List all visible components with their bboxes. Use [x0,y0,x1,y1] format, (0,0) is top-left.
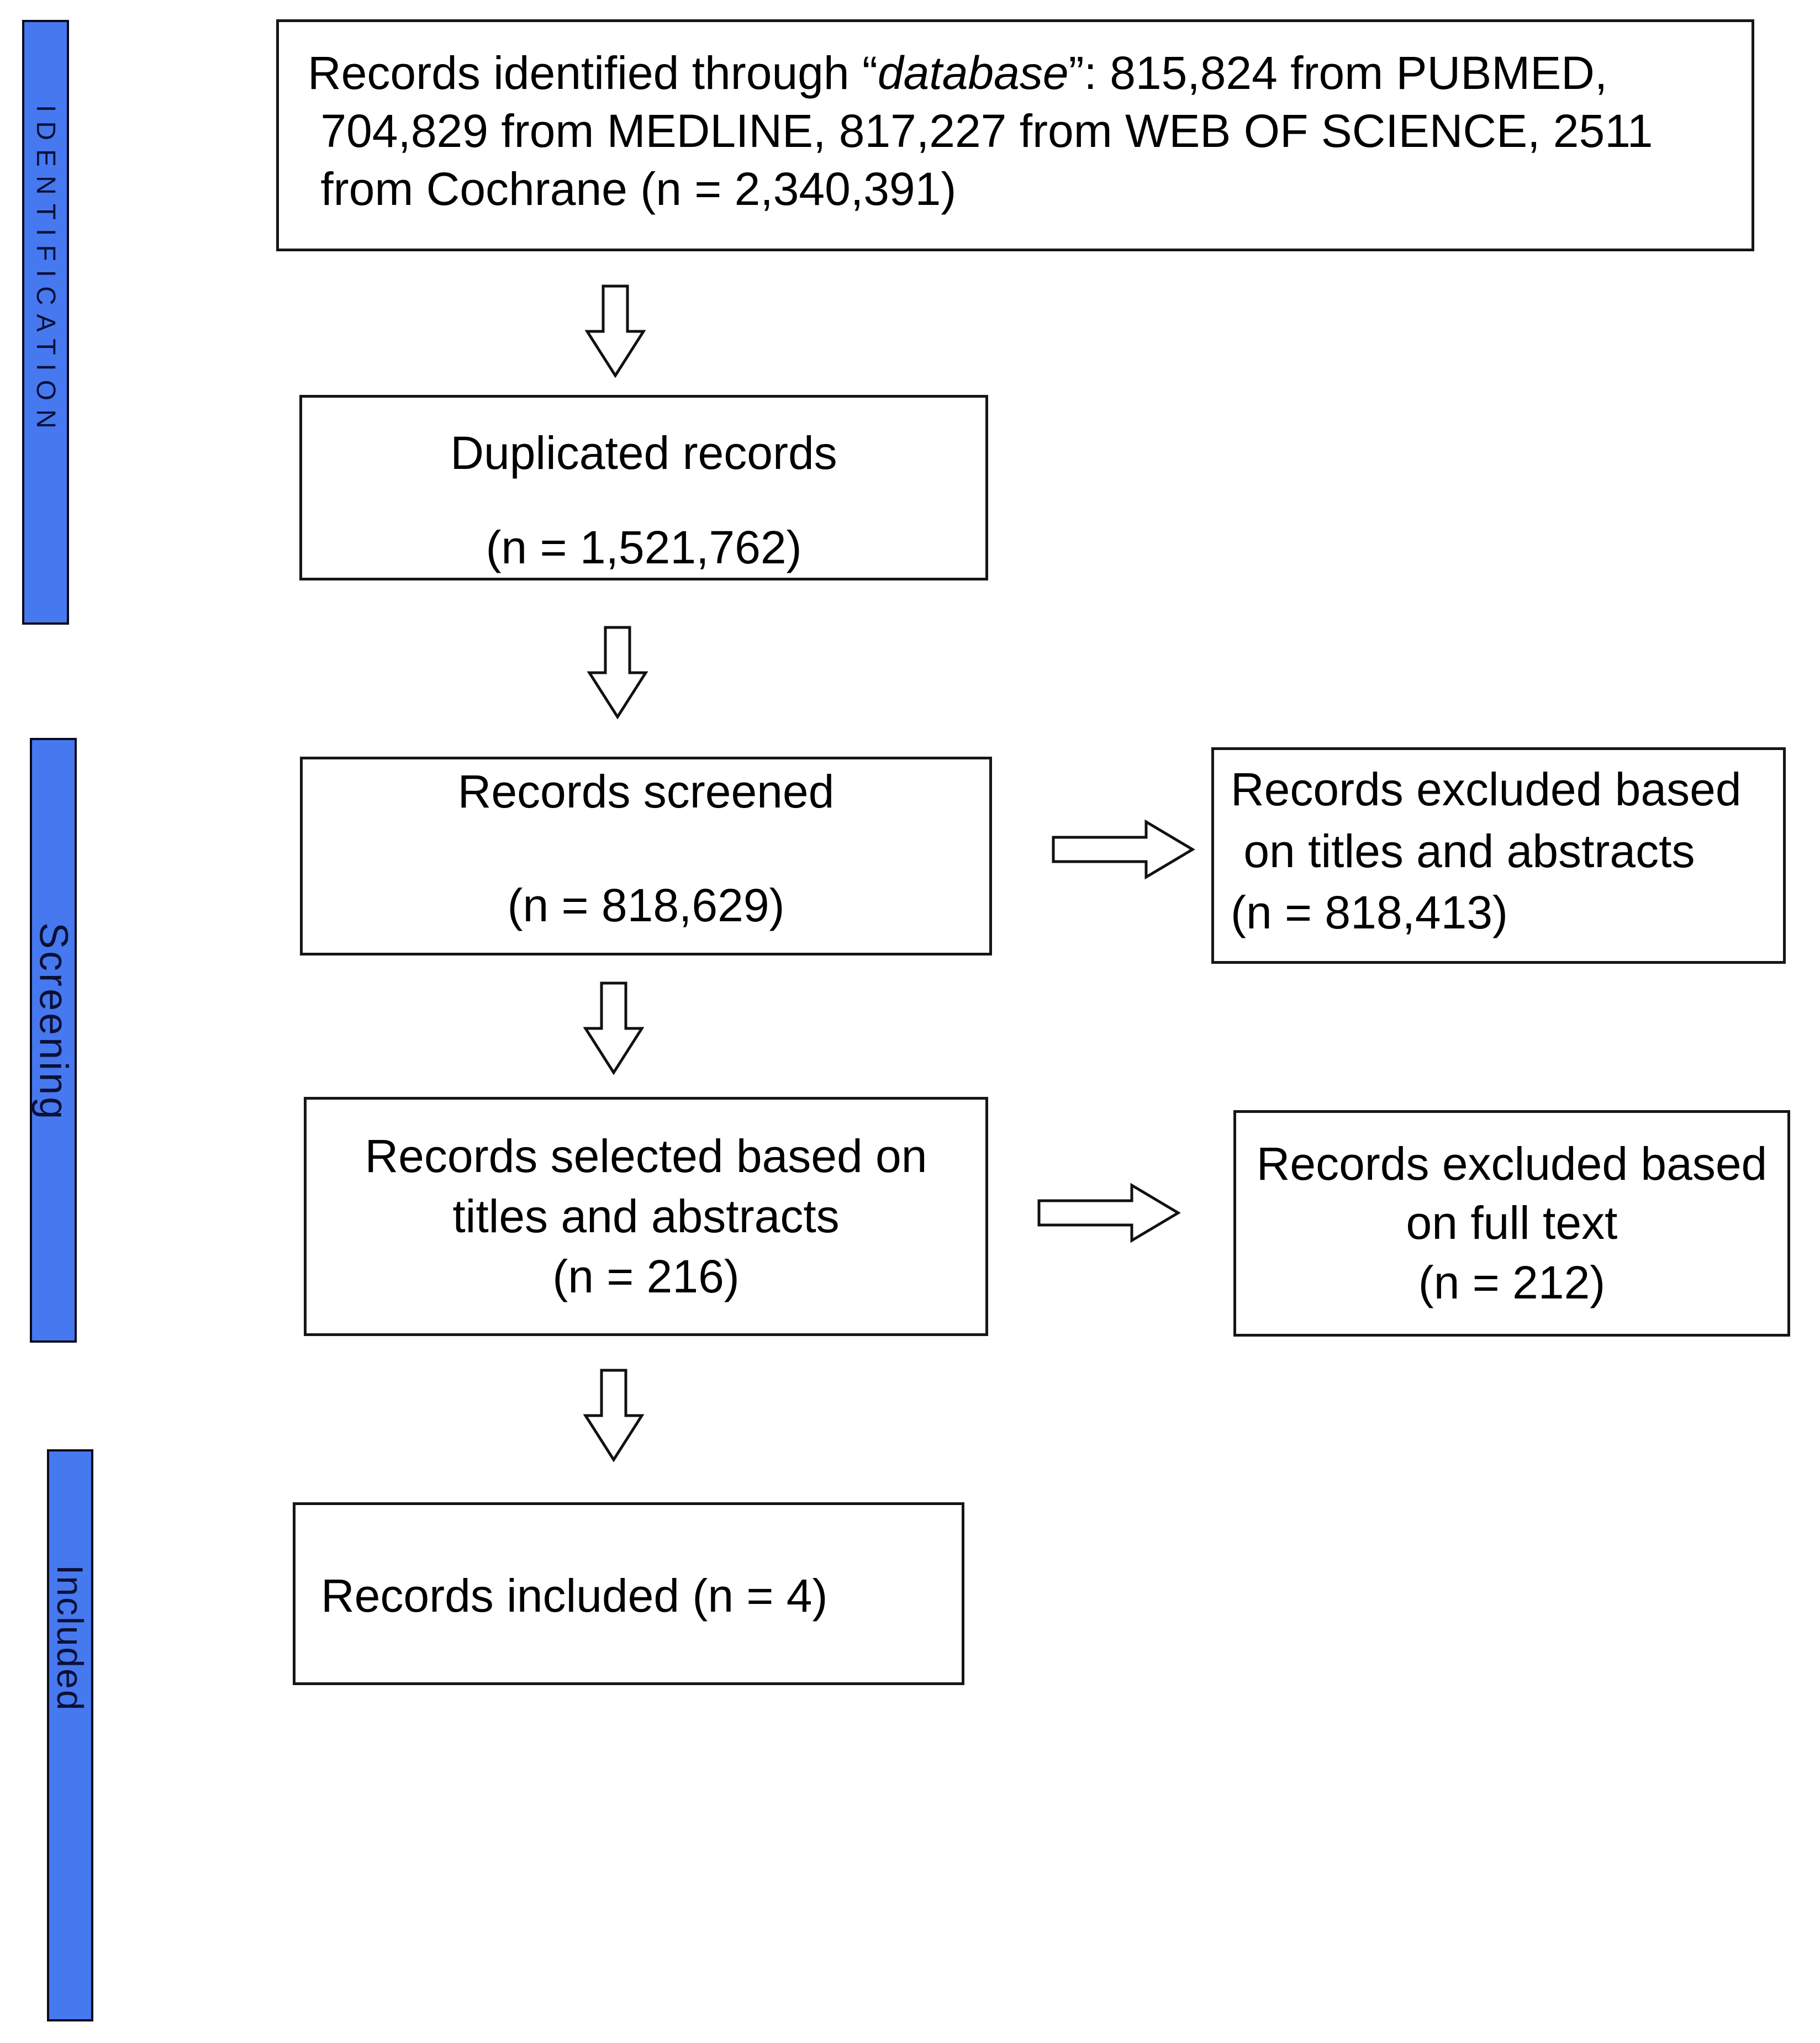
records-identified-line2: 704,829 from MEDLINE, 817,227 from WEB O… [308,105,1653,157]
stage-label-screening: Screening [31,922,76,1122]
box-records-included: Records included (n = 4) [293,1502,964,1685]
arrow-down-shape [584,284,646,378]
arrow-right-icon-svg [1052,819,1195,880]
box-records-screened: Records screened (n = 818,629) [300,757,992,955]
excluded-fulltext-count: (n = 212) [1418,1256,1606,1308]
arrow-down-shape [587,626,648,720]
records-selected-line2: titles and abstracts [452,1190,840,1242]
stage-label-included: Included [50,1565,91,1712]
arrow-down-icon-svg [583,1369,645,1463]
arrow-down-icon-svg [587,626,648,720]
text-run: Records identified through “ [308,47,878,99]
box-records-selected: Records selected based on titles and abs… [304,1097,988,1336]
text-run-italic: database [877,47,1069,99]
excluded-titles-line1: Records excluded based [1231,763,1742,815]
arrow-down-icon [583,1368,645,1463]
arrow-down-shape [583,1369,645,1463]
box-records-identified: Records identified through “database”: 8… [276,19,1754,251]
duplicated-records-line1: Duplicated records [450,427,837,479]
arrow-down-icon-svg [583,981,645,1075]
excluded-fulltext-line2: on full text [1406,1197,1618,1249]
records-identified-line3: from Cochrane (n = 2,340,391) [308,163,957,215]
arrow-right-shape [1037,1182,1181,1243]
records-screened-line1: Records screened [457,766,835,817]
arrow-right-shape [1052,819,1195,880]
stage-bar-identification: IDENTIFICATION [22,20,69,625]
records-selected-count: (n = 216) [552,1250,740,1303]
excluded-titles-count: (n = 818,413) [1231,886,1508,939]
arrow-down-icon [583,981,645,1075]
arrow-right-icon [1051,819,1196,880]
records-selected-line1: Records selected based on [365,1129,927,1182]
stage-bar-screening: Screening [30,738,77,1343]
excluded-titles-line2: on titles and abstracts [1231,825,1695,877]
stage-bar-included: Included [47,1449,93,2021]
box-records-excluded-titles-abstracts: Records excluded based on titles and abs… [1211,747,1786,964]
arrow-right-icon [1037,1182,1181,1244]
arrow-down-icon [587,625,648,720]
records-included-line1: Records included (n = 4) [321,1570,828,1622]
box-records-excluded-fulltext: Records excluded based on full text (n =… [1233,1110,1790,1337]
records-identified-line1: Records identified through “database”: 8… [308,44,1736,102]
arrow-down-icon [584,284,646,378]
arrow-right-icon-svg [1037,1182,1181,1243]
arrow-down-shape [583,981,645,1075]
excluded-fulltext-line1: Records excluded based [1256,1137,1768,1190]
records-screened-count: (n = 818,629) [507,879,785,931]
arrow-down-icon-svg [584,284,646,378]
text-run: ”: 815,824 from PUBMED, [1068,47,1608,99]
box-duplicated-records: Duplicated records (n = 1,521,762) [299,395,988,580]
duplicated-records-count: (n = 1,521,762) [486,521,802,573]
stage-label-identification: IDENTIFICATION [31,105,60,437]
